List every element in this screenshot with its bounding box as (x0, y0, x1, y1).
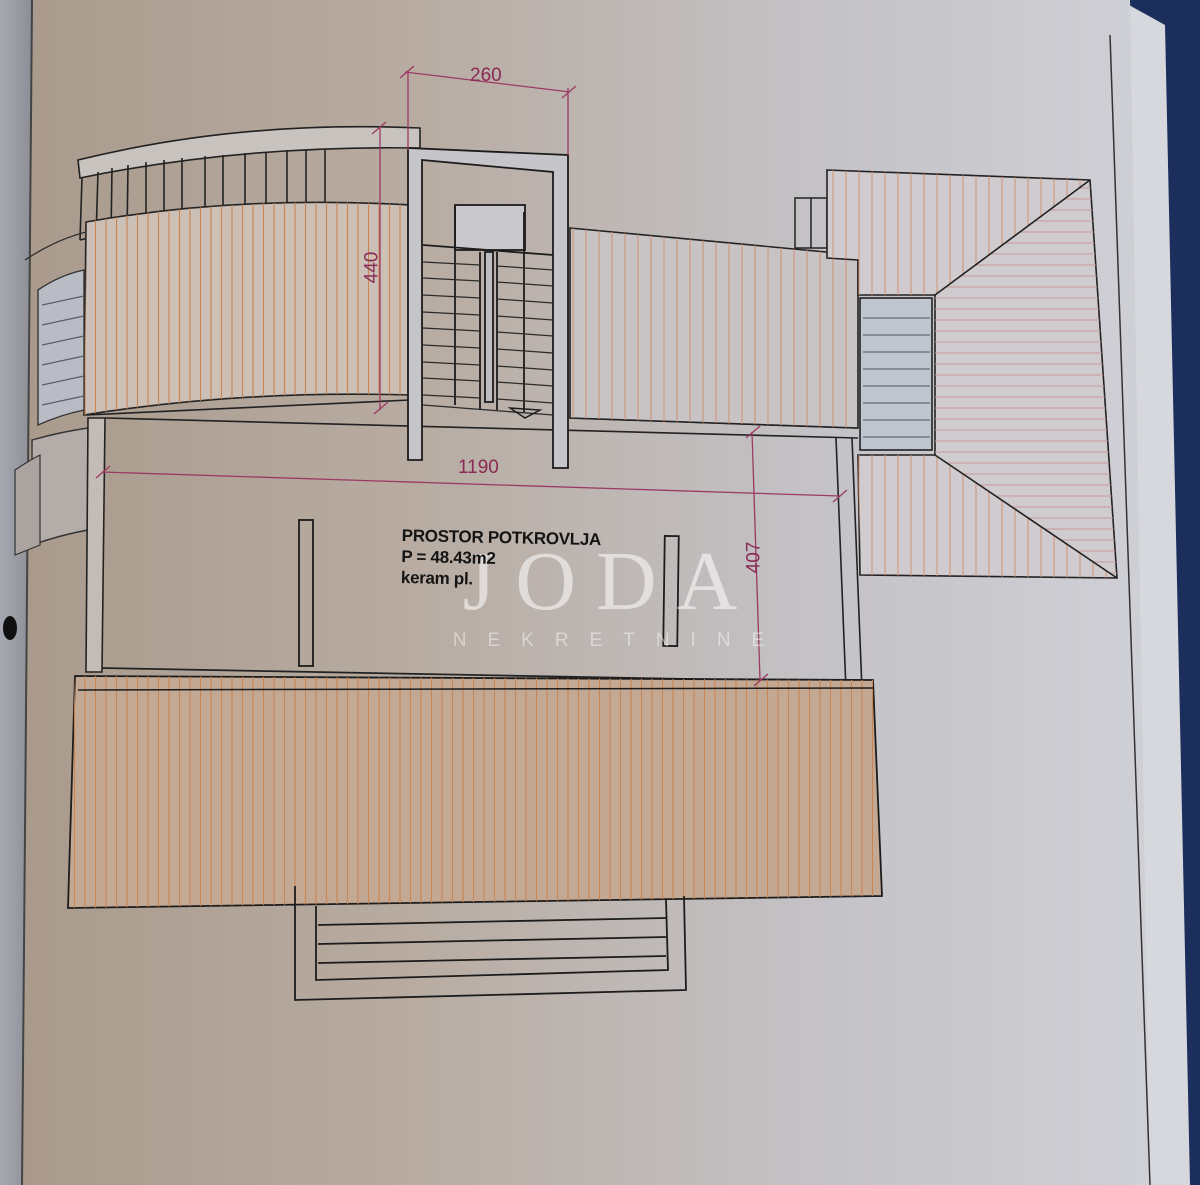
wall-right-inner (835, 437, 847, 691)
wall-left (85, 417, 106, 673)
dimension-staircase-width: 260 (470, 65, 502, 86)
binder-clip (3, 616, 17, 640)
room-flooring: keram pl. (400, 567, 474, 589)
entrance-steps (294, 886, 687, 1001)
skylight-right (662, 534, 680, 648)
dimension-room-length: 1190 (458, 457, 499, 478)
left-window (37, 269, 85, 427)
stair-treads (422, 261, 554, 416)
stair-direction-arrow-icon (507, 407, 543, 419)
balustrade (79, 149, 326, 241)
dormer-window (859, 297, 933, 451)
dimension-staircase-depth: 440 (361, 251, 383, 284)
dimension-room-depth: 407 (743, 541, 765, 574)
room-label: PROSTOR POTKROVLJA P = 48.43m2 keram pl. (401, 525, 602, 592)
staircase (407, 147, 569, 469)
roof-hip-right (826, 169, 1118, 579)
page-border-line (1109, 34, 1151, 1185)
dimension-lines (95, 65, 848, 687)
skylight-left (298, 519, 314, 667)
wall-right-outer (851, 437, 863, 691)
